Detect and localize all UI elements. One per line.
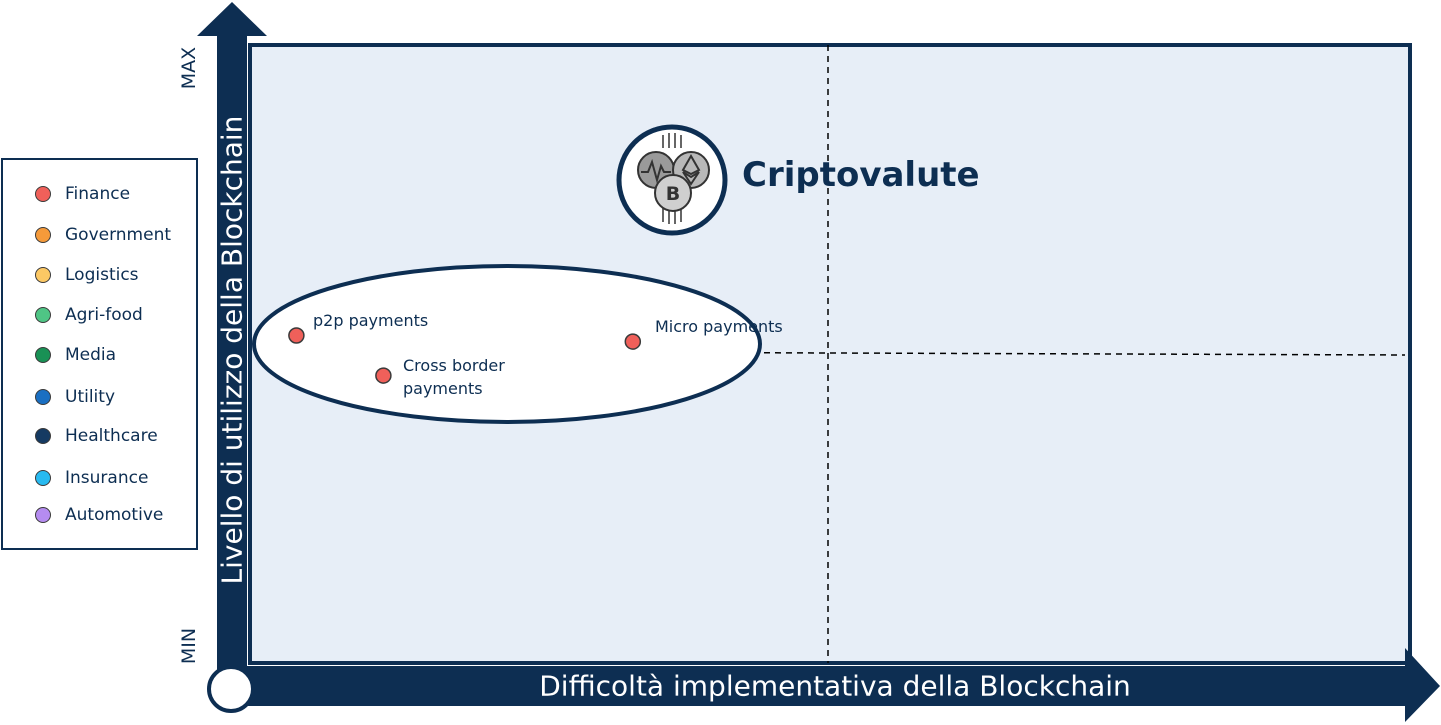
legend-item-agri-food: Agri-food [35,304,143,326]
axis-origin [207,665,255,713]
legend-swatch-government [35,227,51,243]
legend: Finance Government Logistics Agri-food M… [1,158,198,550]
legend-label-healthcare: Healthcare [65,426,158,446]
point-label-p2p: p2p payments [313,311,429,330]
y-tick-max: MAX [178,46,200,90]
legend-label-government: Government [65,225,172,245]
legend-item-utility: Utility [35,386,115,408]
legend-label-automotive: Automotive [65,505,164,525]
legend-label-agri-food: Agri-food [65,305,143,325]
legend-label-finance: Finance [65,184,131,204]
legend-item-media: Media [35,344,116,366]
y-tick-min: MIN [178,627,200,665]
legend-item-government: Government [35,224,171,246]
x-axis-arrow [228,648,1440,722]
svg-text:B: B [666,183,680,205]
legend-item-insurance: Insurance [35,467,148,489]
legend-item-finance: Finance [35,183,130,205]
y-axis-arrow [197,2,267,685]
y-axis-label: Livello di utilizzo della Blockchain [215,115,249,585]
crypto-icon: B [616,124,728,236]
criptovalute-label: Criptovalute [742,155,980,195]
legend-item-healthcare: Healthcare [35,425,158,447]
legend-label-media: Media [65,345,117,365]
data-point-0 [288,327,305,344]
x-axis-label: Difficoltà implementativa della Blockcha… [539,669,1131,703]
legend-swatch-insurance [35,470,51,486]
legend-item-logistics: Logistics [35,264,139,286]
legend-swatch-automotive [35,507,51,523]
legend-swatch-media [35,347,51,363]
data-point-1 [624,333,642,350]
legend-swatch-logistics [35,267,51,283]
legend-label-logistics: Logistics [65,265,139,285]
data-point-2 [375,367,392,384]
legend-swatch-utility [35,389,51,405]
points-layer [288,327,642,384]
legend-label-utility: Utility [65,387,116,407]
point-label-cross-border: Cross border payments [403,356,505,398]
legend-swatch-healthcare [35,428,51,444]
legend-swatch-finance [35,186,51,202]
point-label-micro: Micro payments [655,317,783,336]
legend-swatch-agri-food [35,307,51,323]
legend-label-insurance: Insurance [65,468,149,488]
legend-item-automotive: Automotive [35,504,163,526]
